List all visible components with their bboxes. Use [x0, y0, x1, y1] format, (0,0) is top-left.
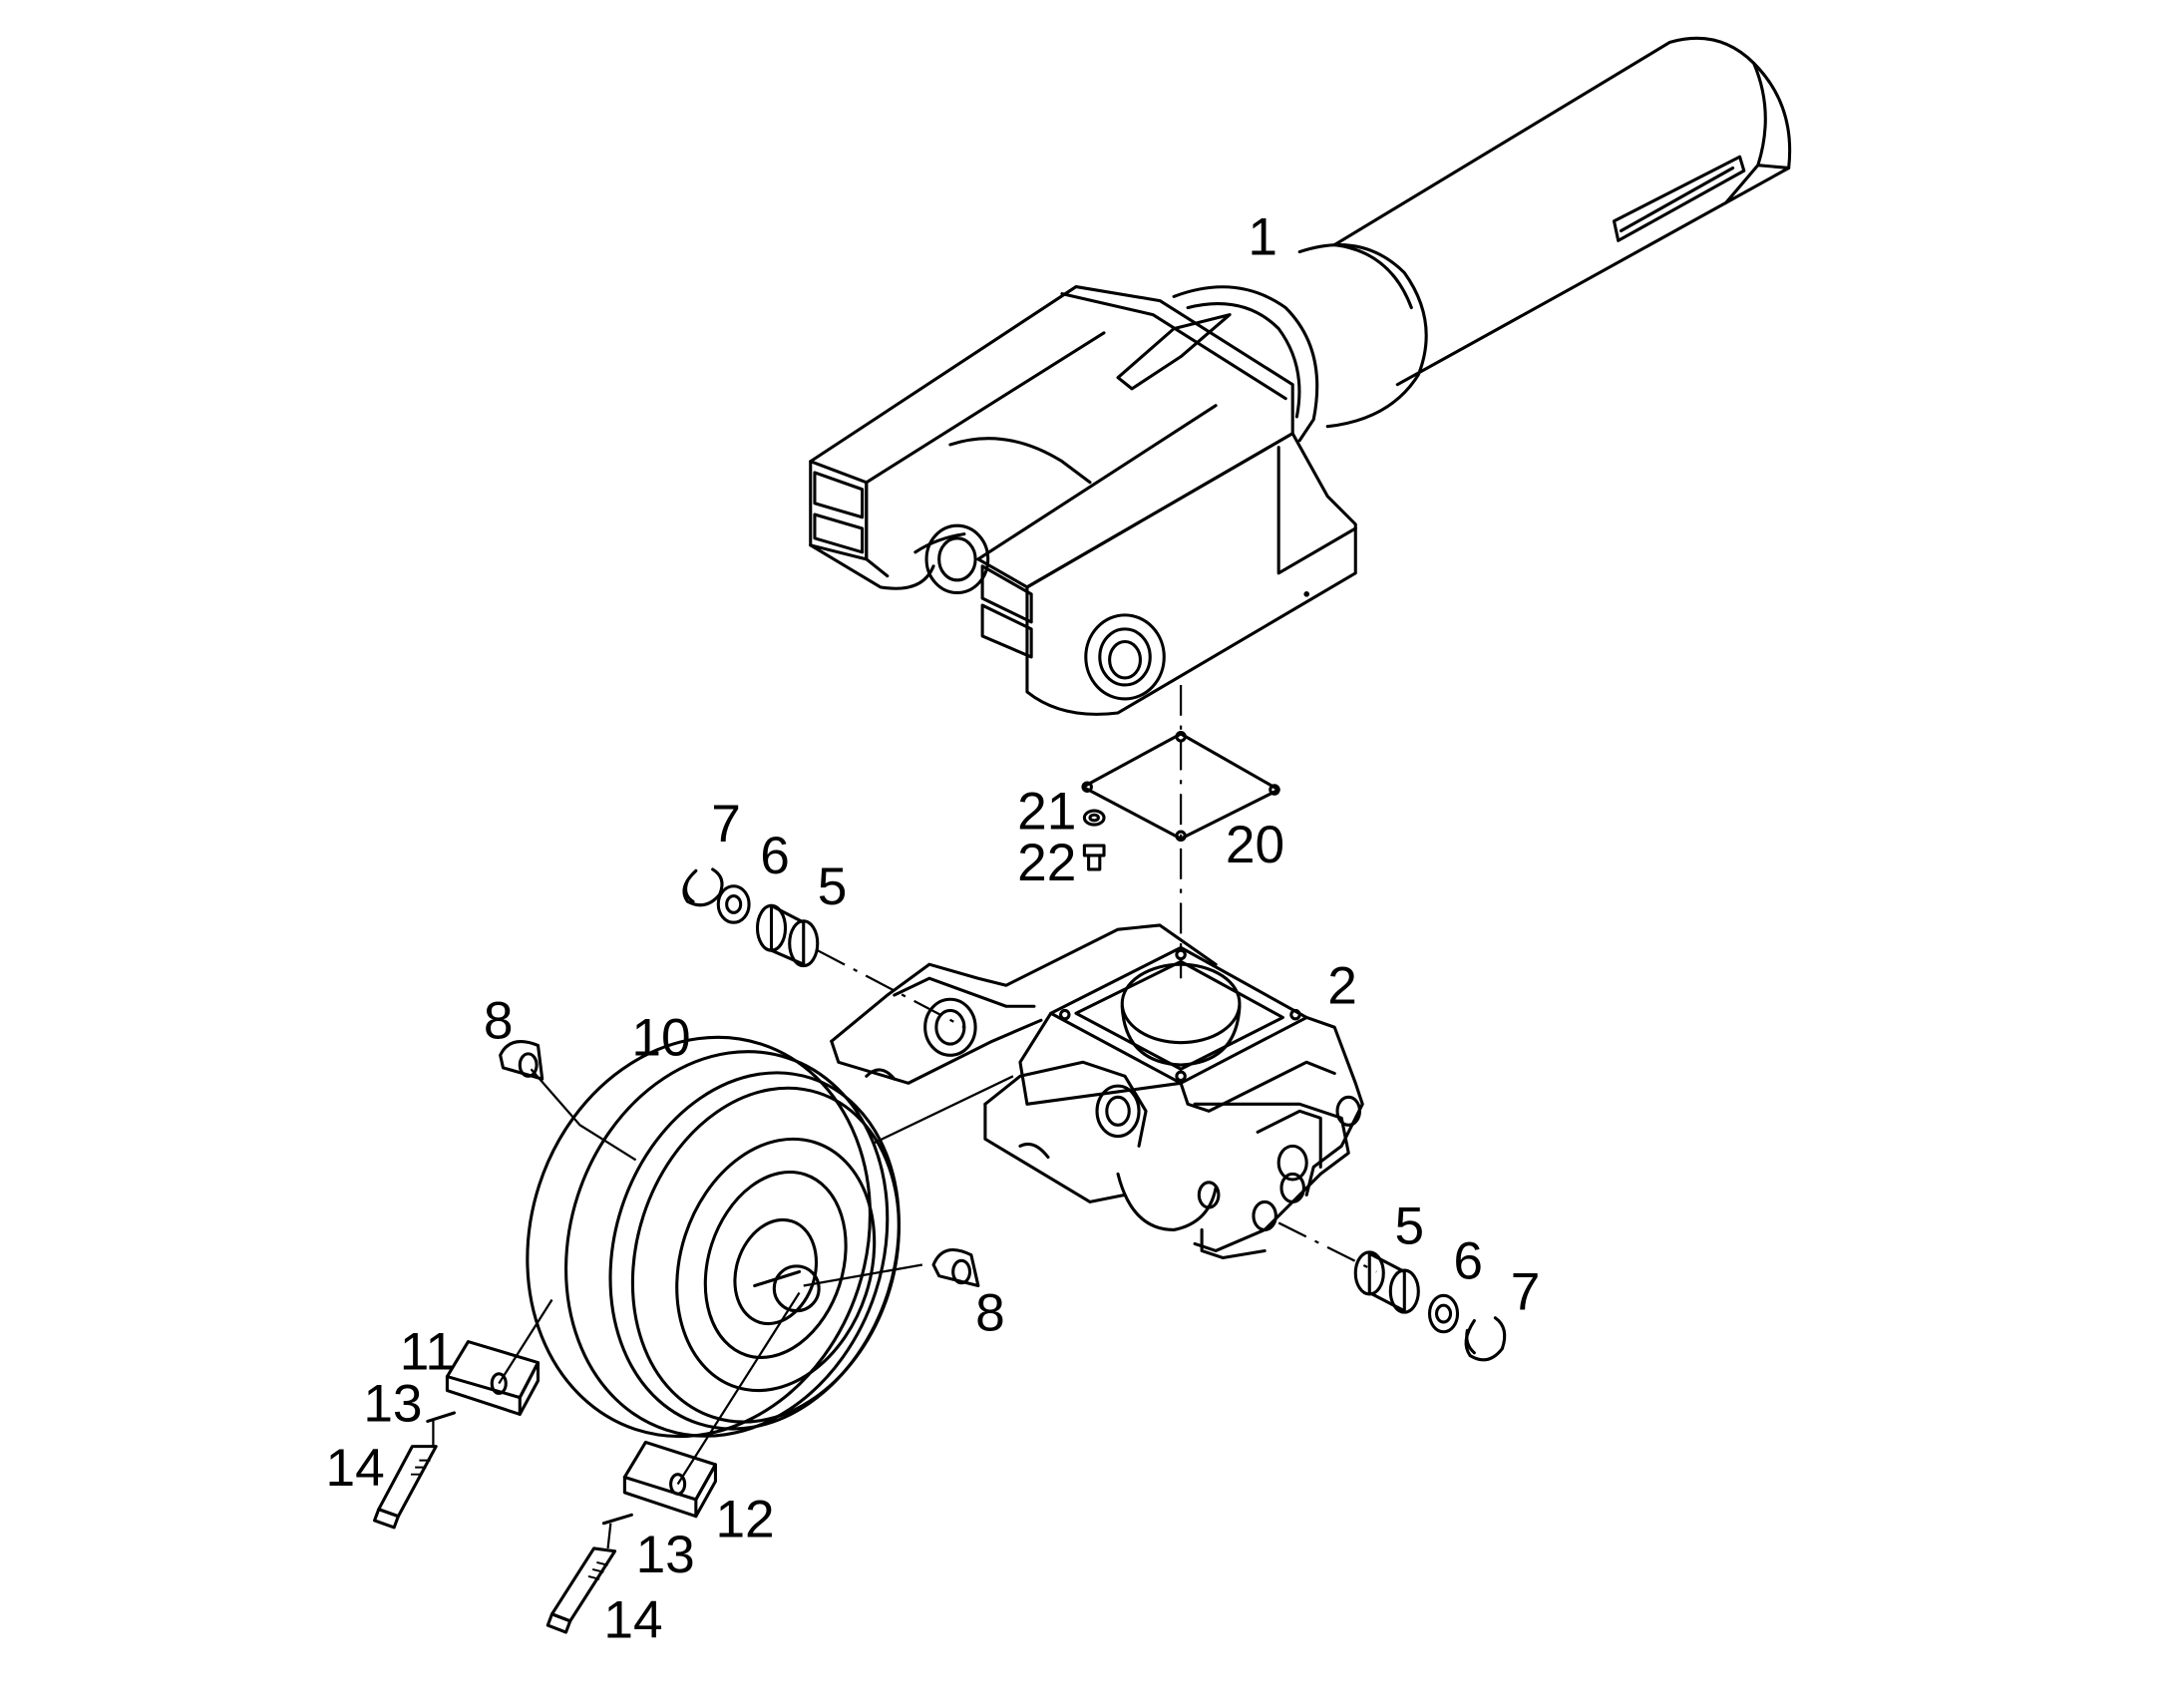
part-22-screw: [1082, 844, 1106, 871]
left-pin-axis: [817, 949, 965, 1029]
part-8-cap-top: [499, 1040, 545, 1081]
part-14-bolt-top: [373, 1445, 438, 1530]
callout-8-top: 8: [484, 991, 514, 1050]
part-13-washer-bottom: [601, 1513, 633, 1526]
part-7-circlip-right: [1464, 1316, 1507, 1362]
part-7-circlip-left: [682, 867, 724, 907]
part-8-cap-right: [931, 1247, 980, 1288]
callout-12: 12: [715, 1491, 774, 1549]
part-12-block: [622, 1440, 717, 1519]
callout-20: 20: [1226, 816, 1284, 874]
callout-5-right: 5: [1394, 1196, 1424, 1255]
callout-22: 22: [1017, 834, 1076, 892]
part-5-bushing-left: [755, 903, 820, 968]
part-6-washer-right: [1427, 1293, 1460, 1334]
part-2-yoke: [830, 923, 1364, 1260]
callout-8-right: 8: [975, 1283, 1005, 1342]
callout-6-left: 6: [760, 827, 790, 885]
callout-labels: 1 2 5 5 6 6 7 7 8 8 10 11 12 13 13 14 14…: [325, 207, 1540, 1649]
part-6-washer-left: [716, 884, 751, 924]
callout-13-bottom: 13: [636, 1526, 695, 1584]
part-20-plate: [1081, 731, 1280, 843]
callout-13-top: 13: [363, 1374, 422, 1433]
callout-2: 2: [1327, 956, 1357, 1015]
callout-5-left: 5: [818, 857, 848, 916]
leader-lines: [432, 1068, 1014, 1549]
callout-1: 1: [1248, 207, 1277, 266]
callout-10: 10: [631, 1008, 690, 1067]
part-10-idler-wheel: [526, 1035, 901, 1439]
callout-21: 21: [1017, 782, 1076, 841]
callout-7-left: 7: [711, 795, 741, 854]
part-5-bushing-right: [1353, 1250, 1420, 1314]
callout-11: 11: [400, 1323, 455, 1382]
callout-6-right: 6: [1453, 1231, 1483, 1290]
part-21-washer: [1082, 809, 1106, 827]
callout-7-right: 7: [1511, 1262, 1541, 1321]
part-14-bolt-bottom: [545, 1546, 617, 1634]
part-11-block: [445, 1340, 541, 1416]
part-13-washer-top: [426, 1411, 456, 1423]
callout-14-top: 14: [325, 1439, 384, 1498]
right-pin-axis: [1277, 1221, 1377, 1273]
part-1-tube-housing: [809, 36, 1792, 716]
callout-14-bottom: 14: [603, 1591, 662, 1650]
